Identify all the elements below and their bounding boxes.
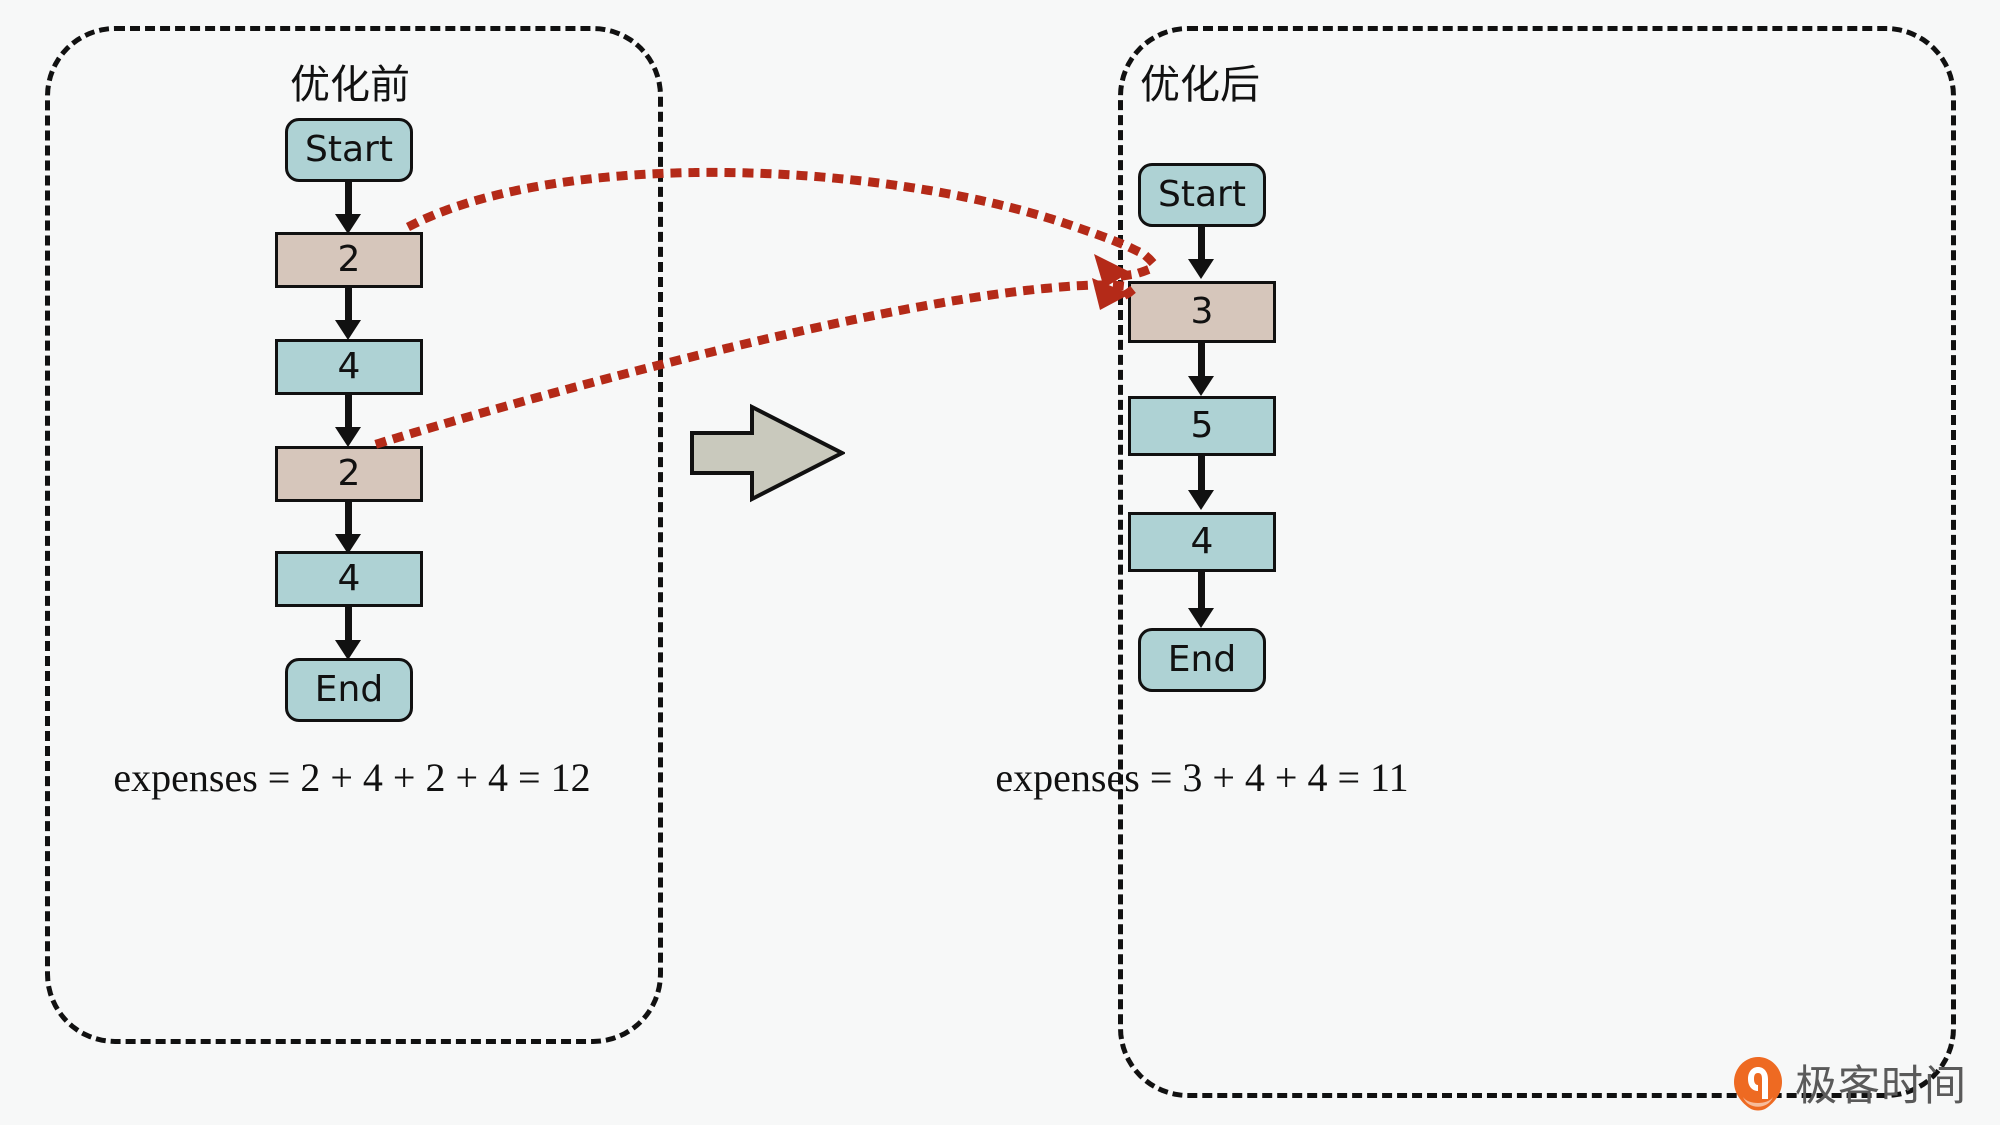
- after-connector-3: [1198, 456, 1205, 500]
- before-node-cost-4-second: 4: [275, 551, 423, 607]
- before-connector-2-head: [335, 320, 361, 340]
- before-node-start: Start: [285, 118, 413, 182]
- after-connector-4: [1198, 572, 1205, 616]
- after-node-end: End: [1138, 628, 1266, 692]
- before-connector-3-head: [335, 427, 361, 447]
- before-node-end-label: End: [314, 669, 384, 710]
- after-node-cost-5: 5: [1128, 396, 1276, 456]
- after-node-cost-3: 3: [1128, 281, 1276, 343]
- transformation-arrow-icon: [690, 403, 845, 503]
- panel-before-optimization: [45, 26, 663, 1044]
- before-connector-1: [345, 182, 352, 218]
- panel-after-title: 优化后: [1140, 62, 1260, 108]
- before-expenses-formula: expenses = 2 + 4 + 2 + 4 = 12: [113, 755, 591, 800]
- after-node-end-label: End: [1167, 639, 1237, 680]
- after-node-cost-5-label: 5: [1190, 405, 1214, 446]
- after-expenses-formula: expenses = 3 + 4 + 4 = 11: [995, 755, 1409, 800]
- before-node-cost-2-first-label: 2: [337, 239, 361, 280]
- before-node-cost-4-first-label: 4: [337, 346, 361, 387]
- before-node-cost-2-second-label: 2: [337, 453, 361, 494]
- before-node-cost-4-second-label: 4: [337, 558, 361, 599]
- before-connector-4-head: [335, 534, 361, 554]
- panel-after-optimization: [1118, 26, 1956, 1098]
- after-node-start: Start: [1138, 163, 1266, 227]
- after-connector-1-head: [1188, 259, 1214, 279]
- after-connector-4-head: [1188, 608, 1214, 628]
- watermark: 极客时间: [1731, 1052, 1967, 1113]
- after-connector-1: [1198, 227, 1205, 263]
- before-connector-4: [345, 502, 352, 546]
- before-node-cost-2-first: 2: [275, 232, 423, 288]
- panel-before-title: 优化前: [290, 62, 410, 108]
- before-node-cost-4-first: 4: [275, 339, 423, 395]
- after-node-cost-3-label: 3: [1190, 291, 1214, 332]
- geektime-logo-icon: [1734, 1056, 1782, 1110]
- before-node-cost-2-second: 2: [275, 446, 423, 502]
- after-node-cost-4-label: 4: [1190, 521, 1214, 562]
- before-connector-3: [345, 395, 352, 439]
- before-connector-5-head: [335, 640, 361, 660]
- before-node-start-label: Start: [305, 129, 393, 170]
- before-connector-1-head: [335, 214, 361, 234]
- after-connector-2: [1198, 343, 1205, 387]
- before-connector-2: [345, 288, 352, 324]
- after-node-cost-4: 4: [1128, 512, 1276, 572]
- before-connector-5: [345, 607, 352, 652]
- watermark-text: 极客时间: [1795, 1061, 1968, 1110]
- after-node-start-label: Start: [1158, 174, 1246, 215]
- after-connector-3-head: [1188, 490, 1214, 510]
- before-node-end: End: [285, 658, 413, 722]
- after-connector-2-head: [1188, 376, 1214, 396]
